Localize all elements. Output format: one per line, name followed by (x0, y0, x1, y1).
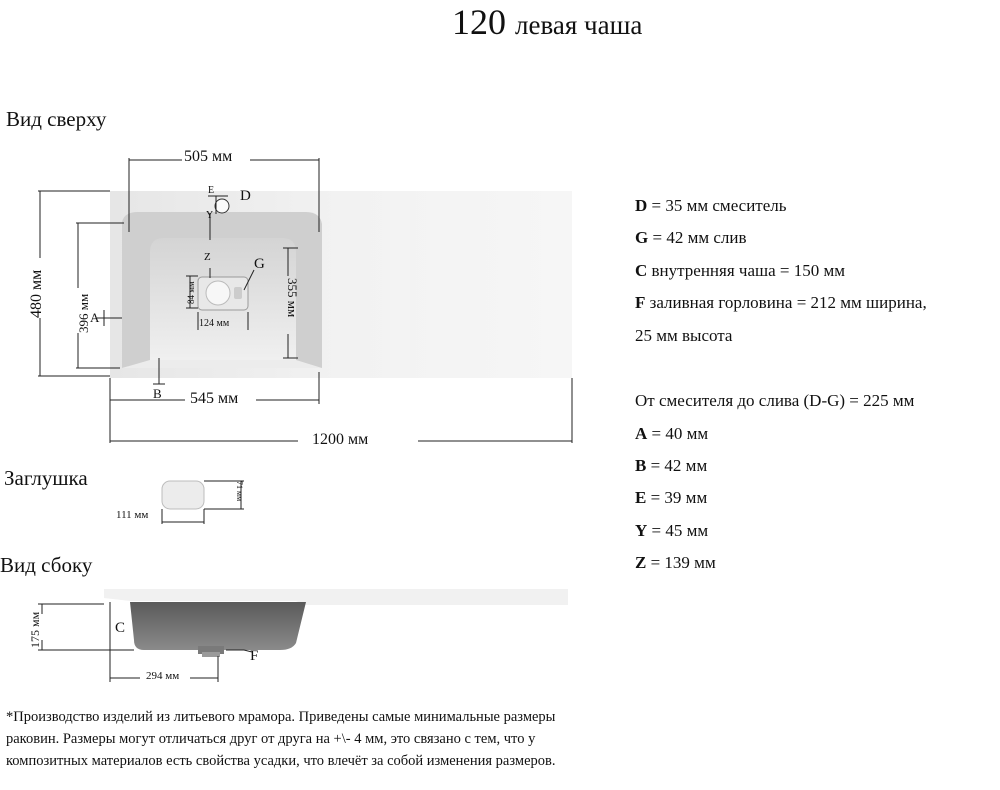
marker-f: F (250, 648, 259, 664)
dim-plug-h: 84 мм (186, 281, 196, 304)
side-drain (198, 646, 224, 654)
dim-bowl-inner-height: 355 мм (285, 278, 300, 318)
marker-z: Z (204, 251, 211, 263)
marker-y: Y (206, 210, 214, 221)
dim-plug-part-h: 71 мм (235, 481, 244, 502)
top-view-heading: Вид сверху (6, 107, 107, 131)
marker-a: A (90, 310, 100, 325)
plug-heading: Заглушка (4, 466, 88, 490)
side-bowl (130, 602, 306, 650)
drain-hole (205, 280, 231, 306)
dim-total-width: 1200 мм (312, 431, 369, 448)
dim-side-width: 294 мм (146, 670, 180, 682)
marker-e: E (208, 185, 215, 196)
dim-left-part: 545 мм (190, 390, 239, 407)
side-view-heading: Вид сбоку (0, 553, 93, 577)
marker-g: G (254, 256, 265, 272)
marker-d: D (240, 188, 251, 204)
marker-b: B (153, 386, 162, 401)
tap-hole (214, 198, 230, 214)
spec-e: E = 39 мм (635, 488, 708, 507)
spec-b: B = 42 мм (635, 456, 708, 475)
title-text: левая чаша (515, 10, 643, 40)
spec-c: C внутренняя чаша = 150 мм (635, 261, 846, 280)
spec-z: Z = 139 мм (635, 553, 716, 572)
spec-y: Y = 45 мм (635, 521, 709, 540)
marker-c: C (115, 620, 126, 636)
dim-depth-total: 480 мм (28, 269, 45, 318)
title-number: 120 (452, 2, 506, 42)
dim-plug-w: 124 мм (199, 318, 230, 329)
side-slab (104, 589, 568, 605)
page-title: 120 левая чаша (452, 2, 642, 45)
dim-side-height: 175 мм (28, 611, 42, 648)
spec-d: D = 35 мм смеситель (635, 196, 787, 215)
spec-f-height: 25 мм высота (635, 326, 733, 345)
dim-bowl-width: 505 мм (184, 148, 233, 165)
spec-f: F заливная горловина = 212 мм ширина, (635, 293, 927, 312)
footnote: *Производство изделий из литьевого мрамо… (6, 709, 556, 769)
dim-plug-part-w: 111 мм (116, 509, 149, 521)
spec-d-g: От смесителя до слива (D-G) = 225 мм (635, 391, 915, 410)
plug-body (161, 480, 205, 510)
spec-a: A = 40 мм (635, 424, 709, 443)
spec-g: G = 42 мм слив (635, 228, 747, 247)
